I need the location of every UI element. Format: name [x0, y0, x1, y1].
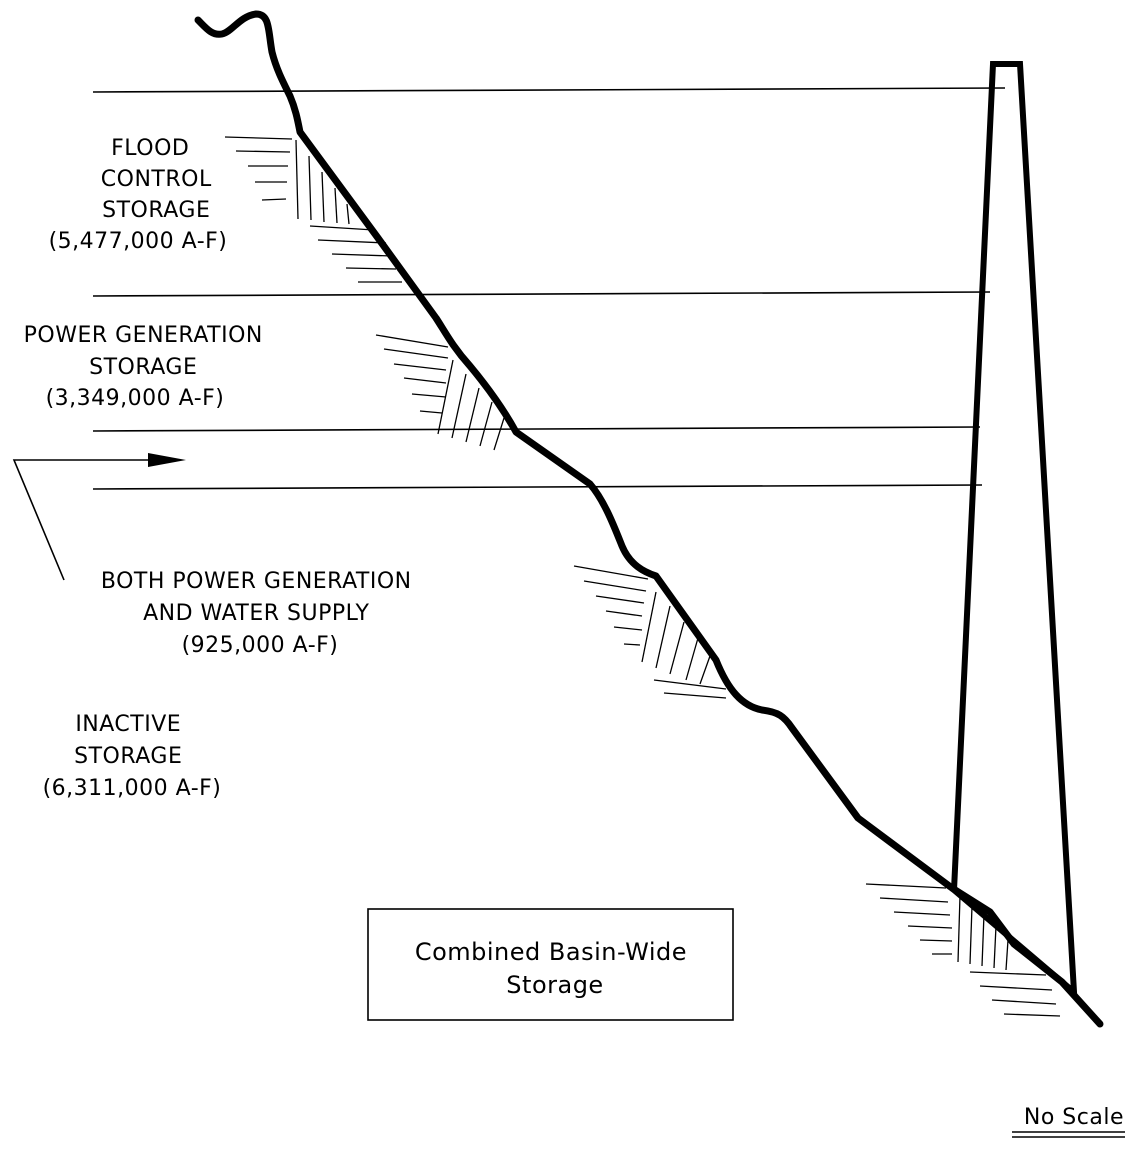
flood-control-line-1: FLOOD [111, 136, 189, 161]
inactive-line-2: STORAGE [74, 744, 182, 769]
caption-line-2: Storage [506, 971, 603, 999]
hatch-group-2 [375, 334, 505, 451]
power-generation-line-2: STORAGE [89, 355, 197, 380]
top-of-flood-control-line [92, 87, 1006, 93]
flood-control-label: FLOOD CONTROL STORAGE (5,477,000 A-F) [49, 136, 228, 254]
flood-control-line-4: (5,477,000 A-F) [49, 229, 228, 254]
power-generation-line-1: POWER GENERATION [24, 323, 263, 348]
hatch-group-4 [865, 883, 1061, 1017]
pool-level-lines [92, 87, 1006, 490]
ground-hatching [224, 136, 1061, 1017]
leader-line [12, 459, 150, 581]
top-of-inactive-line [92, 484, 983, 490]
joint-use-line-1: BOTH POWER GENERATION [101, 569, 412, 594]
caption-box: Combined Basin-Wide Storage [367, 908, 734, 1021]
dam-cross-section [950, 61, 1078, 999]
caption-line-1: Combined Basin-Wide [415, 938, 687, 966]
flood-control-line-3: STORAGE [102, 198, 210, 223]
arrow-head-icon [148, 453, 186, 467]
scale-note: No Scale [1012, 1105, 1125, 1138]
joint-use-pointer [12, 453, 186, 581]
caption-frame [367, 908, 734, 1021]
inactive-storage-label: INACTIVE STORAGE (6,311,000 A-F) [43, 712, 222, 801]
power-generation-line-3: (3,349,000 A-F) [46, 386, 225, 411]
hatch-group-1 [224, 136, 402, 283]
ground-profile-line [194, 10, 1104, 1028]
scale-note-text: No Scale [1024, 1105, 1124, 1130]
joint-use-label: BOTH POWER GENERATION AND WATER SUPPLY (… [101, 569, 419, 658]
joint-use-line-3: (925,000 A-F) [182, 633, 339, 658]
joint-use-line-2: AND WATER SUPPLY [143, 601, 369, 626]
inactive-line-1: INACTIVE [75, 712, 181, 737]
inactive-line-3: (6,311,000 A-F) [43, 776, 222, 801]
top-of-joint-use-line [92, 426, 981, 432]
caption-text: Combined Basin-Wide Storage [415, 938, 695, 999]
power-generation-label: POWER GENERATION STORAGE (3,349,000 A-F) [24, 323, 271, 411]
flood-control-line-2: CONTROL [101, 167, 212, 192]
top-of-power-pool-line [92, 291, 991, 297]
hatch-group-3 [573, 565, 727, 699]
